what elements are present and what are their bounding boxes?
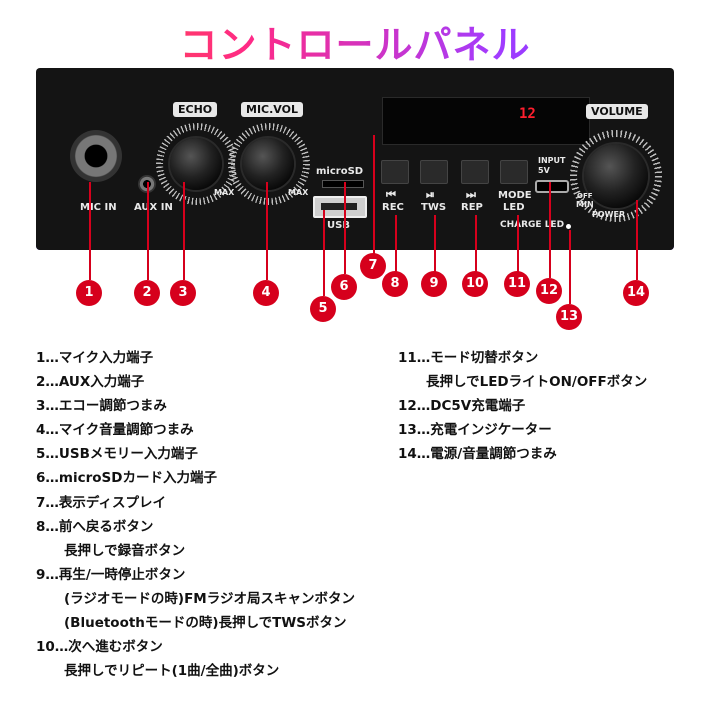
legend-item-9-note-bluetooth: (Bluetoothモードの時)長押しでTWSボタン xyxy=(64,615,347,632)
legend-item-8: 8…前へ戻るボタン xyxy=(36,518,154,535)
leader-6 xyxy=(344,182,346,274)
marker-4: 4 xyxy=(253,280,279,306)
leader-9 xyxy=(434,215,436,275)
marker-11: 11 xyxy=(504,271,530,297)
marker-12: 12 xyxy=(536,278,562,304)
leader-11 xyxy=(517,215,519,275)
leader-5 xyxy=(323,210,325,296)
volume-label: VOLUME xyxy=(586,104,648,119)
usb-label: USB xyxy=(327,220,350,231)
legend-item-2: 2…AUX入力端子 xyxy=(36,374,145,391)
mic-vol-knob[interactable] xyxy=(242,138,294,190)
leader-8 xyxy=(395,215,397,275)
legend-right: 11…モード切替ボタン 長押しでLEDライトON/OFFボタン 12…DC5V充… xyxy=(398,346,647,466)
legend-left: 1…マイク入力端子 2…AUX入力端子 3…エコー調節つまみ 4…マイク音量調節… xyxy=(36,346,355,683)
power-label: POWER xyxy=(592,210,626,219)
prev-icon: ⏮ xyxy=(386,188,396,201)
legend-item-8-note: 長押しで録音ボタン xyxy=(64,542,186,559)
usb-port[interactable] xyxy=(313,196,367,218)
marker-10: 10 xyxy=(462,271,488,297)
leader-2 xyxy=(147,182,149,280)
marker-14: 14 xyxy=(623,280,649,306)
legend-item-11: 11…モード切替ボタン xyxy=(398,350,539,366)
display-screen: 12 xyxy=(382,97,590,145)
leader-12 xyxy=(549,182,551,278)
mode-label: MODE xyxy=(498,190,532,201)
mic-in-label: MIC IN xyxy=(80,202,117,213)
page-title: コントロールパネル xyxy=(0,14,710,69)
microsd-label: microSD xyxy=(316,166,364,177)
legend-item-3: 3…エコー調節つまみ xyxy=(36,398,167,415)
leader-4 xyxy=(266,182,268,280)
microsd-slot[interactable] xyxy=(322,180,364,188)
legend-item-13: 13…充電インジケーター xyxy=(398,422,552,439)
legend-item-5: 5…USBメモリー入力端子 xyxy=(36,446,198,463)
leader-14 xyxy=(636,200,638,280)
leader-13 xyxy=(569,230,571,304)
charge-led-label: CHARGE LED xyxy=(500,220,565,230)
play-pause-icon: ⏯ xyxy=(426,188,435,201)
volume-knob[interactable] xyxy=(584,144,648,208)
5v-label: 5V xyxy=(538,166,550,175)
min-label: MIN xyxy=(576,200,594,209)
prev-button[interactable] xyxy=(381,160,409,184)
legend-item-10: 10…次へ進むボタン xyxy=(36,639,163,656)
marker-7: 7 xyxy=(360,253,386,279)
mic-vol-max-label: MAX xyxy=(288,188,309,197)
legend-item-14: 14…電源/音量調節つまみ xyxy=(398,446,557,463)
legend-item-1: 1…マイク入力端子 xyxy=(36,350,154,366)
aux-in-label: AUX IN xyxy=(134,202,173,213)
legend-item-4: 4…マイク音量調節つまみ xyxy=(36,422,194,439)
legend-item-6: 6…microSDカード入力端子 xyxy=(36,470,217,487)
legend-item-7: 7…表示ディスプレイ xyxy=(36,494,166,511)
marker-3: 3 xyxy=(170,280,196,306)
off-label: OFF xyxy=(577,192,593,200)
input-label: INPUT xyxy=(538,156,566,165)
marker-5: 5 xyxy=(310,296,336,322)
led-label: LED xyxy=(503,202,525,213)
marker-2: 2 xyxy=(134,280,160,306)
charge-led xyxy=(566,224,571,229)
control-panel: MIC IN AUX IN ECHO MAX MIC.VOL MAX micro… xyxy=(36,68,674,250)
rec-label: REC xyxy=(382,202,404,213)
marker-9: 9 xyxy=(421,271,447,297)
tws-label: TWS xyxy=(421,202,447,213)
leader-3 xyxy=(183,182,185,280)
next-icon: ⏭ xyxy=(466,188,476,201)
dc5v-port[interactable] xyxy=(535,180,569,193)
leader-7 xyxy=(373,135,375,255)
leader-1 xyxy=(89,182,91,280)
echo-max-label: MAX xyxy=(214,188,235,197)
echo-knob[interactable] xyxy=(170,138,222,190)
legend-item-10-note: 長押しでリピート(1曲/全曲)ボタン xyxy=(64,663,280,680)
next-button[interactable] xyxy=(461,160,489,184)
echo-label: ECHO xyxy=(173,102,218,117)
display-value: 12 xyxy=(519,106,536,122)
legend-item-9: 9…再生/一時停止ボタン xyxy=(36,566,186,583)
marker-6: 6 xyxy=(331,274,357,300)
usb-port-slot xyxy=(321,203,357,210)
mode-button[interactable] xyxy=(500,160,528,184)
legend-item-9-note-radio: (ラジオモードの時)FMラジオ局スキャンボタン xyxy=(64,590,355,607)
rep-label: REP xyxy=(461,202,483,213)
marker-8: 8 xyxy=(382,271,408,297)
marker-13: 13 xyxy=(556,304,582,330)
play-pause-button[interactable] xyxy=(420,160,448,184)
legend-item-12: 12…DC5V充電端子 xyxy=(398,398,526,415)
marker-1: 1 xyxy=(76,280,102,306)
mic-in-jack[interactable] xyxy=(70,130,122,182)
mic-vol-label: MIC.VOL xyxy=(241,102,303,117)
leader-10 xyxy=(475,215,477,275)
legend-item-11-note: 長押しでLEDライトON/OFFボタン xyxy=(426,374,648,391)
